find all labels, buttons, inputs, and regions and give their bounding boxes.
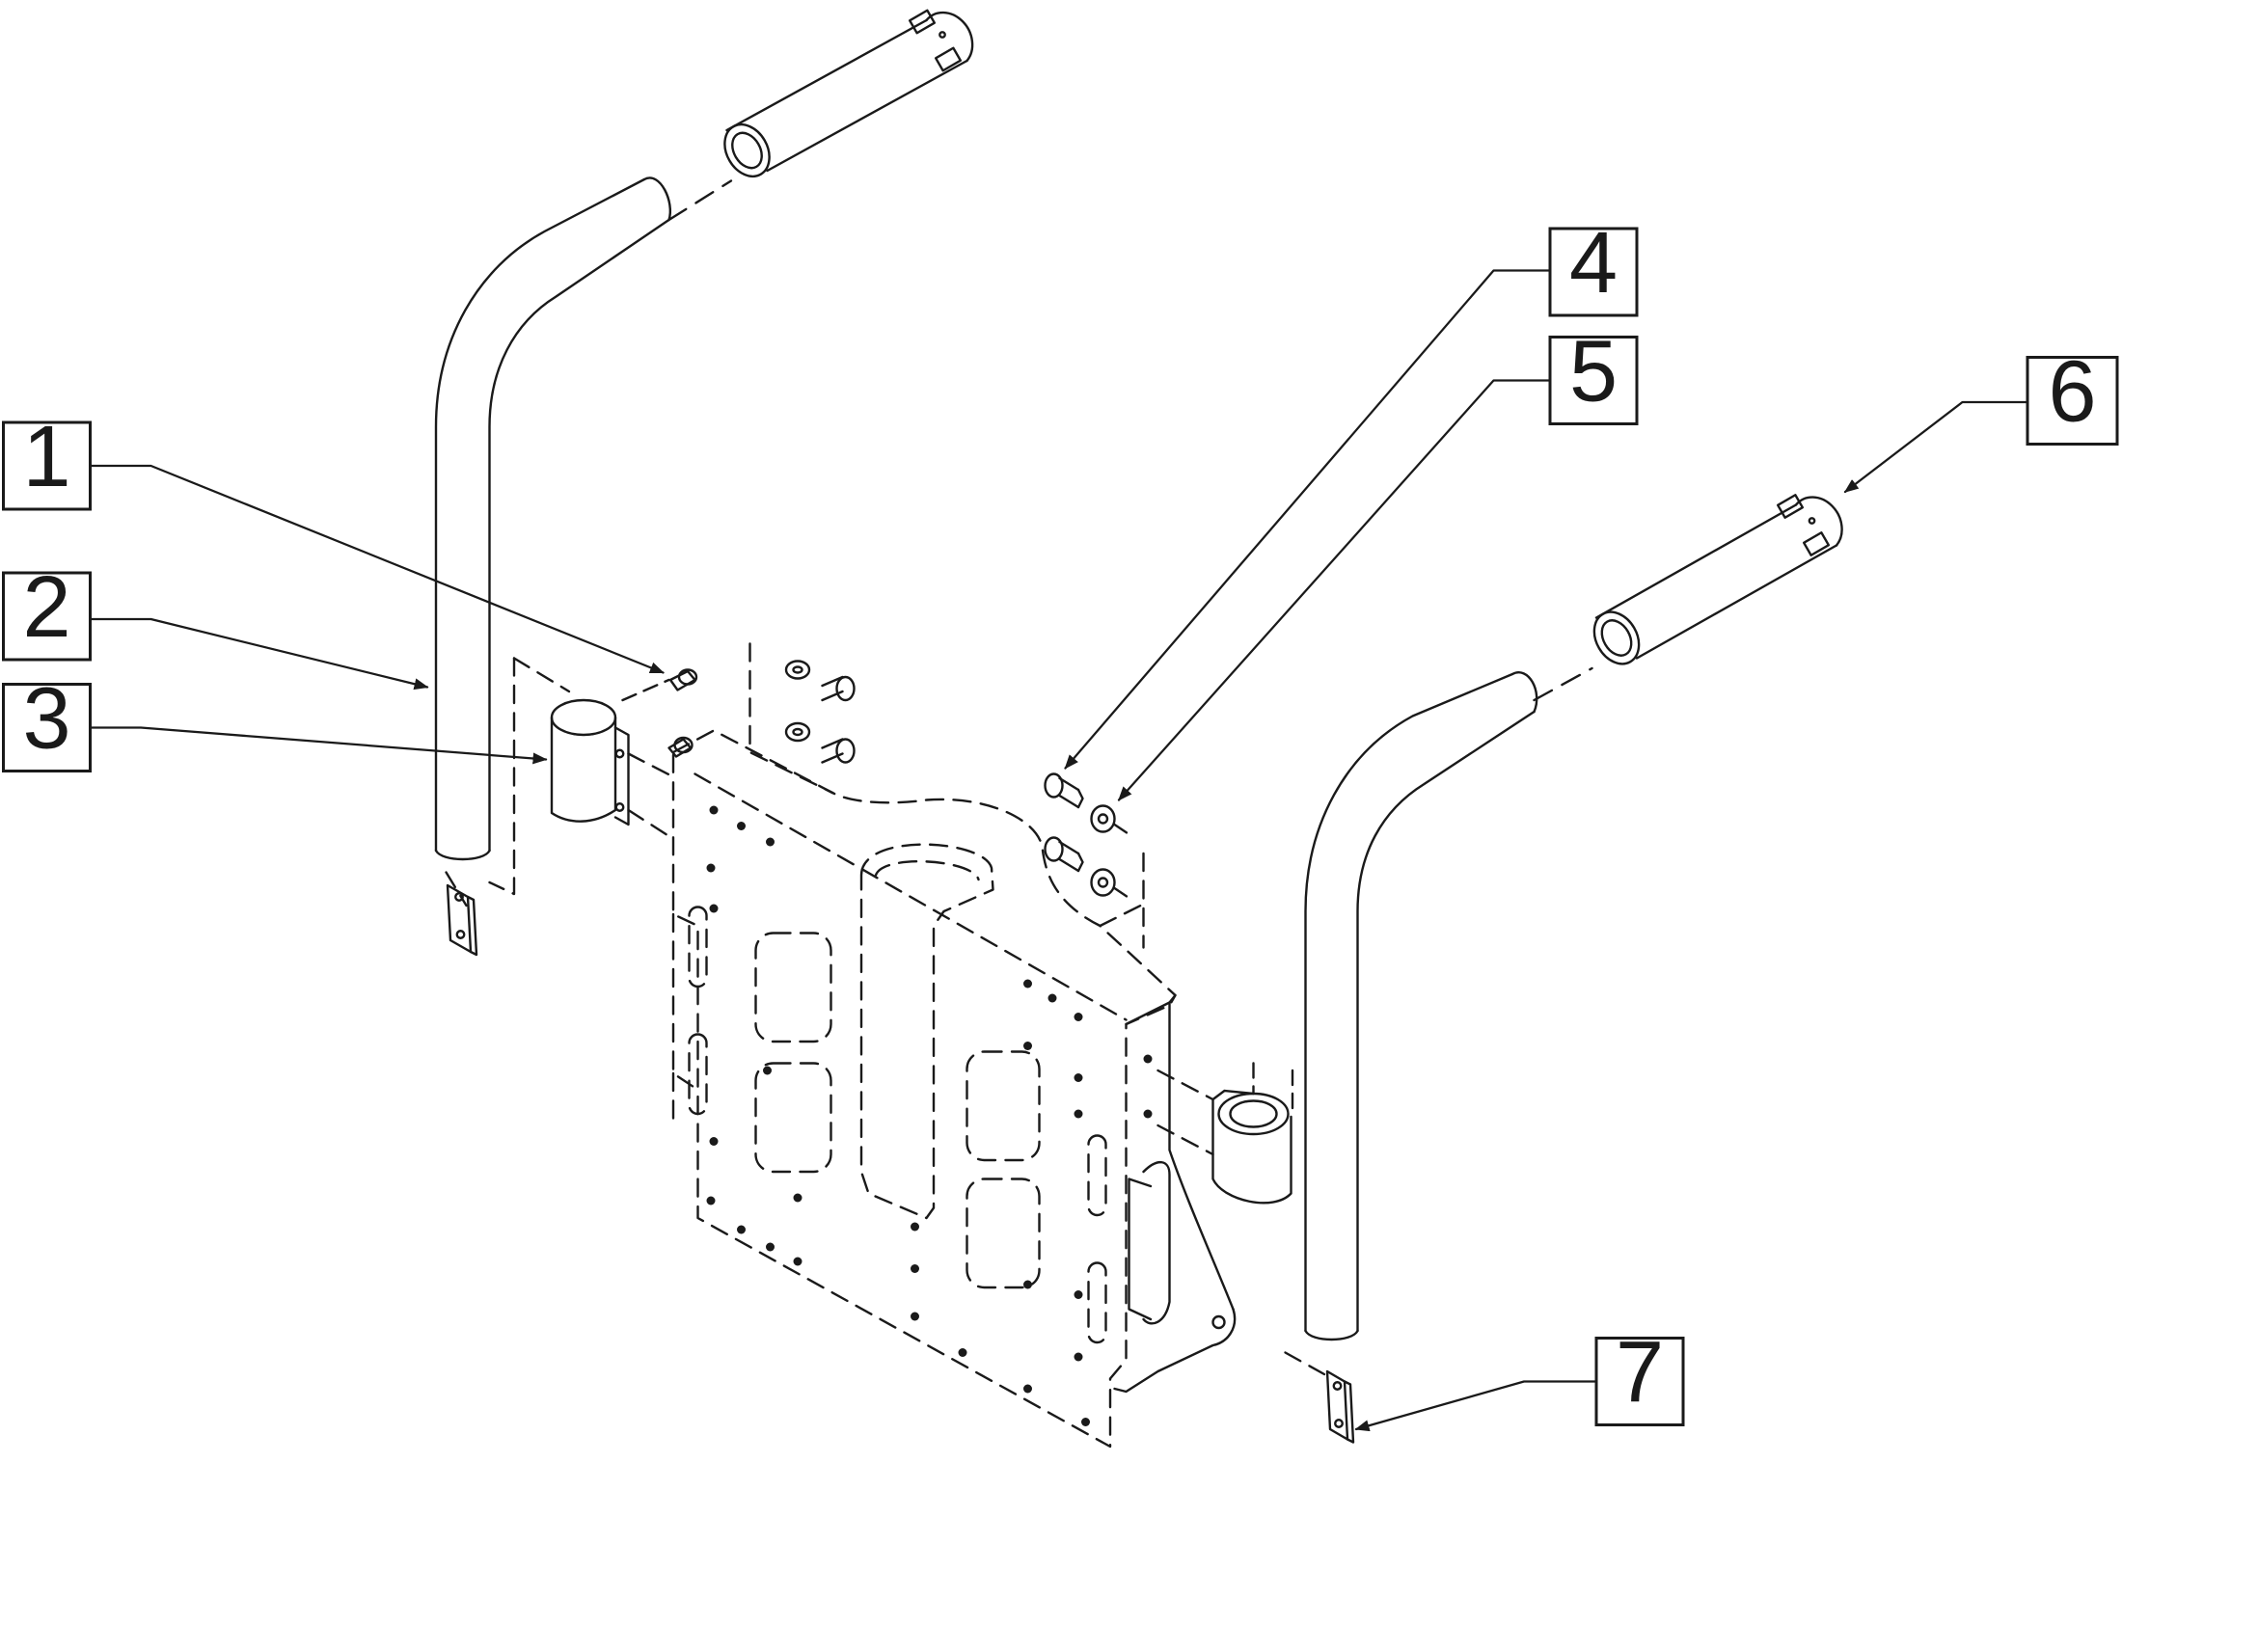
plate-side-flange	[1113, 993, 1237, 1394]
left-tube-clamp	[488, 657, 675, 896]
leader-lines	[89, 269, 2029, 1432]
callout-2: 2	[2, 559, 93, 662]
callout-3: 3	[2, 671, 93, 772]
callout-number: 4	[1569, 215, 1618, 311]
callout-number: 5	[1569, 324, 1618, 420]
left-retaining-plate	[445, 871, 478, 957]
right-retaining-plate	[1284, 1351, 1355, 1444]
callout-6: 6	[2026, 344, 2119, 446]
callout-number: 3	[22, 671, 70, 768]
leader-line-7	[1354, 1380, 1598, 1432]
left-handle-grip	[723, 9, 974, 178]
callout-7: 7	[1594, 1325, 1685, 1426]
leader-line-1	[89, 464, 665, 674]
plate-holes	[706, 805, 1090, 1426]
right-push-handle-tube	[1291, 666, 1593, 1341]
leader-line-5	[1117, 379, 1552, 801]
callout-1: 1	[2, 409, 93, 511]
left-push-handle-tube	[434, 176, 733, 861]
leader-line-6	[1843, 400, 2029, 494]
right-screws-washers	[1044, 772, 1133, 902]
top-plate-screws	[748, 642, 856, 795]
right-tube-clamp	[1156, 1062, 1292, 1205]
back-plate	[671, 729, 1177, 1449]
callout-number: 7	[1616, 1325, 1664, 1422]
callout-number: 2	[22, 559, 70, 656]
callout-number: 6	[2048, 344, 2096, 441]
leader-line-2	[89, 617, 429, 691]
right-handle-grip	[1592, 494, 1843, 665]
leader-line-4	[1064, 269, 1552, 770]
callout-5: 5	[1548, 324, 1639, 425]
leader-line-3	[89, 726, 548, 765]
callout-4: 4	[1548, 215, 1639, 317]
left-clamp-screws	[621, 668, 698, 758]
callout-number: 1	[22, 409, 70, 505]
